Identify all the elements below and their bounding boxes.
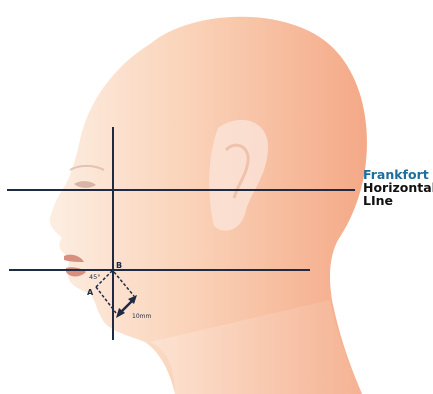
label-point-b: B	[116, 261, 122, 270]
label-angle: 45°	[89, 273, 101, 281]
frankfort-title: Frankfort Horizontal LIne	[363, 168, 433, 207]
label-distance: 10mm	[132, 313, 151, 320]
label-point-a: A	[87, 288, 94, 297]
title-line-3: LIne	[363, 194, 433, 207]
